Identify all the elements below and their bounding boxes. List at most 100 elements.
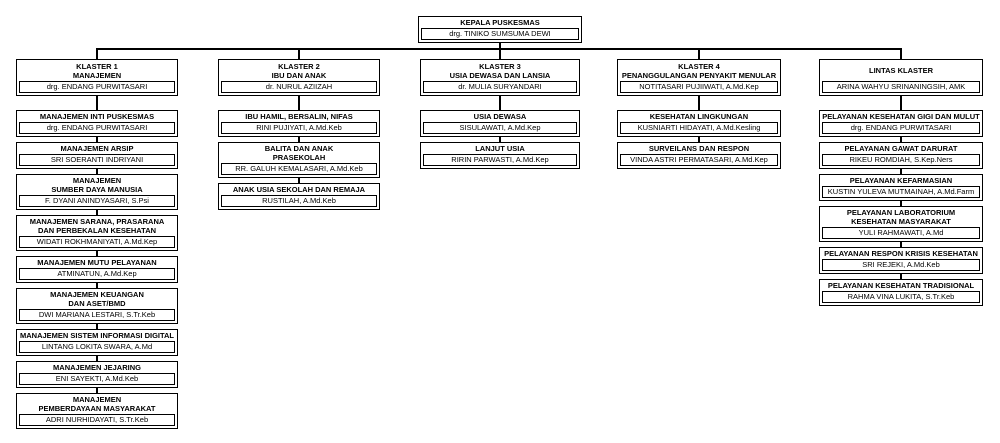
org-unit-person: RUSTILAH, A.Md.Keb (221, 195, 377, 207)
org-unit-title-line: DAN PERBEKALAN KESEHATAN (37, 226, 157, 235)
connector-vertical-line (96, 356, 98, 361)
org-unit-person: WIDATI ROKHMANIYATI, A.Md.Kep (19, 236, 175, 248)
org-unit-person: DWI MARIANA LESTARI, S.Tr.Keb (19, 309, 175, 321)
org-unit-title-line: MANAJEMEN KEUANGAN (50, 290, 144, 299)
connector-vertical-line (698, 137, 700, 142)
connector-vertical-line (900, 96, 902, 110)
connector-vertical-line (96, 169, 98, 174)
org-unit-title-line: MANAJEMEN JEJARING (53, 363, 141, 372)
org-unit-title-line: IBU HAMIL, BERSALIN, NIFAS (245, 112, 353, 121)
connector-vertical-line (96, 49, 98, 59)
org-unit-person: KUSNIARTI HIDAYATI, A.Md.Kesling (620, 122, 778, 134)
org-unit-title-line: IBU DAN ANAK (271, 70, 327, 80)
connector-vertical-line (298, 96, 300, 110)
org-unit-title-line: MANAJEMEN (72, 395, 122, 404)
org-unit-person: drg. TINIKO SUMSUMA DEWI (421, 28, 579, 40)
org-unit-title-line: PRASEKOLAH (272, 153, 326, 162)
connector-vertical-line (900, 169, 902, 174)
org-unit-person: drg. ENDANG PURWITASARI (19, 81, 175, 93)
org-unit-title-line: KEPALA PUSKESMAS (460, 18, 540, 27)
org-unit-title-line: PENANGGULANGAN PENYAKIT MENULAR (621, 70, 777, 80)
column-lintas-klaster: LINTAS KLASTER ARINA WAHYU SRINANINGSIH, … (819, 59, 983, 306)
connector-vertical-line (96, 283, 98, 288)
org-unit-title: MANAJEMEN ARSIP (17, 143, 177, 153)
connector-vertical-line (698, 96, 700, 110)
connector-vertical-line (900, 242, 902, 247)
org-unit-person: RIRIN PARWASTI, A.Md.Kep (423, 154, 577, 166)
org-unit-person: SRI SOERANTI INDRIYANI (19, 154, 175, 166)
org-unit-person: NOTITASARI PUJIIWATI, A.Md.Kep (620, 81, 778, 93)
org-unit-title-line: LINTAS KLASTER (868, 66, 934, 75)
org-unit-person: RAHMA VINA LUKITA, S.Tr.Keb (822, 291, 980, 303)
org-unit-title: MANAJEMEN INTI PUSKESMAS (17, 111, 177, 121)
org-unit-person: drg. ENDANG PURWITASARI (19, 122, 175, 134)
org-unit-title: KESEHATAN LINGKUNGAN (618, 111, 780, 121)
org-unit-person: ATMINATUN, A.Md.Kep (19, 268, 175, 280)
org-unit-title-line: KESEHATAN MASYARAKAT (851, 217, 951, 226)
org-unit-person: RR. GALUH KEMALASARI, A.Md.Keb (221, 163, 377, 175)
org-unit-title-line: PELAYANAN KESEHATAN GIGI DAN MULUT (822, 112, 980, 121)
org-unit-title-line: PELAYANAN RESPON KRISIS KESEHATAN (824, 249, 978, 258)
connector-vertical-line (96, 210, 98, 215)
connector-vertical-line (499, 137, 501, 142)
org-unit-title: PELAYANAN GAWAT DARURAT (820, 143, 982, 153)
connector-vertical-line (298, 178, 300, 183)
connector-vertical-line (900, 49, 902, 59)
org-unit-title: ANAK USIA SEKOLAH DAN REMAJA (219, 184, 379, 194)
org-unit-title: LANJUT USIA (421, 143, 579, 153)
org-unit-title-line: MANAJEMEN (72, 70, 122, 80)
org-unit-title: PELAYANAN KESEHATAN GIGI DAN MULUT (820, 111, 982, 121)
connector-vertical-line (499, 42, 501, 49)
org-unit-title-line: PELAYANAN KESEHATAN TRADISIONAL (827, 281, 975, 290)
org-unit-title-line: DAN ASET/BMD (68, 299, 126, 308)
org-unit-title: SURVEILANS DAN RESPON (618, 143, 780, 153)
org-unit-person: F. DYANI ANINDYASARI, S.Psi (19, 195, 175, 207)
org-unit-title-line: KLASTER 1 (76, 61, 118, 71)
org-unit-title: PELAYANAN KEFARMASIAN (820, 175, 982, 185)
org-unit-title-line: MANAJEMEN ARSIP (60, 144, 134, 153)
org-unit-title-line: PELAYANAN LABORATORIUM (846, 208, 956, 217)
connector-vertical-line (900, 274, 902, 279)
org-unit-title: PELAYANAN KESEHATAN TRADISIONAL (820, 280, 982, 290)
org-unit-title-line: MANAJEMEN MUTU PELAYANAN (37, 258, 157, 267)
connector-vertical-line (298, 49, 300, 59)
org-unit-title-line: SUMBER DAYA MANUSIA (51, 185, 143, 194)
org-unit-person: SRI REJEKI, A.Md.Keb (822, 259, 980, 271)
org-unit-person: LINTANG LOKITA SWARA, A.Md (19, 341, 175, 353)
connector-vertical-line (499, 96, 501, 110)
org-unit-title-line: MANAJEMEN INTI PUSKESMAS (39, 112, 155, 121)
connector-vertical-line (900, 137, 902, 142)
org-unit-title-line: PELAYANAN GAWAT DARURAT (844, 144, 958, 153)
org-unit-title-line: KESEHATAN LINGKUNGAN (649, 112, 749, 121)
connector-vertical-line (96, 251, 98, 256)
org-unit-person: ARINA WAHYU SRINANINGSIH, AMK (822, 81, 980, 93)
org-unit-title-line: MANAJEMEN SISTEM INFORMASI DIGITAL (19, 331, 175, 340)
org-unit-header-box: LINTAS KLASTER ARINA WAHYU SRINANINGSIH, … (819, 59, 983, 96)
org-unit-person: RINI PUJIYATI, A.Md.Keb (221, 122, 377, 134)
org-unit-title: LINTAS KLASTER (820, 60, 982, 80)
